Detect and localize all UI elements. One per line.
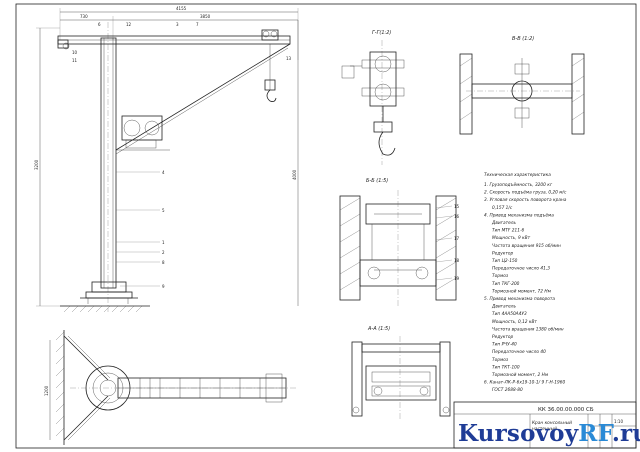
spec-line: 0,157 1/с bbox=[492, 205, 513, 211]
leader-8: 8 bbox=[162, 260, 165, 265]
leader-16: 16 bbox=[454, 214, 460, 219]
leader-2: 2 bbox=[162, 250, 165, 255]
spec-line: 3. Угловая скорость поворота крана bbox=[484, 197, 567, 203]
dim-base-width: 1200 bbox=[44, 385, 49, 396]
dim-top-total: 4155 bbox=[176, 6, 187, 11]
leader-3: 3 bbox=[176, 22, 179, 27]
leader-19: 19 bbox=[454, 276, 460, 281]
dim-height-right: 4000 bbox=[292, 169, 297, 180]
spec-line: Тормоз bbox=[492, 357, 509, 363]
spec-line: Тип Ц2-150 bbox=[492, 258, 518, 264]
spec-line: Тип РЧУ-40 bbox=[492, 342, 517, 348]
spec-line: Мощность, 9 кВт bbox=[492, 235, 531, 241]
spec-line: Передаточное число 41,3 bbox=[492, 266, 550, 272]
spec-line: Тормозной момент, 72 Нм bbox=[492, 288, 552, 294]
leader-11: 11 bbox=[72, 58, 78, 63]
leader-12: 12 bbox=[126, 22, 132, 27]
section-b-title: Б-Б (1:5) bbox=[366, 178, 388, 184]
spec-line: Редуктор bbox=[492, 334, 513, 340]
spec-line: Мощность, 0,12 кВт bbox=[492, 319, 537, 325]
spec-line: Тормоз bbox=[492, 273, 509, 279]
leader-15: 15 bbox=[454, 204, 460, 209]
spec-line: Частота вращения 1380 об/мин bbox=[492, 326, 564, 332]
dim-top-mid: 3850 bbox=[200, 14, 211, 19]
leader-17: 17 bbox=[454, 236, 460, 241]
section-a-title: А-А (1:5) bbox=[367, 326, 390, 332]
section-v-view: В-В (1:2) bbox=[459, 36, 585, 135]
spec-line: Тормозной момент, 2 Нм bbox=[492, 372, 549, 378]
leader-7: 7 bbox=[196, 22, 199, 27]
section-v-title: В-В (1:2) bbox=[512, 36, 534, 42]
crane-elevation-view: 4155 730 3850 3200 4000 bbox=[34, 6, 299, 313]
watermark-part1: Kursovoy bbox=[458, 420, 579, 447]
spec-line: 6. Канат-ЛК-Р-6х19-10-1/ 9 Г-Н-1960 bbox=[484, 380, 566, 386]
drawing-name-line2: настенный bbox=[532, 426, 557, 432]
drawing-name-line1: Кран консольный bbox=[532, 420, 572, 426]
leader-9: 9 bbox=[162, 284, 165, 289]
leader-6: 6 bbox=[98, 22, 101, 27]
spec-line: 4. Привод механизма подъёма bbox=[484, 212, 554, 218]
spec-line: Двигатель bbox=[491, 220, 516, 226]
spec-line: 5. Привод механизма поворота bbox=[484, 296, 555, 302]
spec-line: Тип ТКГ-200 bbox=[492, 281, 520, 287]
spec-line: Двигатель bbox=[491, 304, 516, 310]
tech-spec-block: Техническая характеристика 1. Грузоподъё… bbox=[484, 172, 567, 393]
section-b-view: Б-Б (1:5) 15 16 17 18 19 bbox=[339, 178, 460, 306]
dim-height-left: 3200 bbox=[34, 159, 39, 170]
spec-line: Частота вращения 915 об/мин bbox=[492, 243, 561, 249]
crane-plan-view: 1200 bbox=[44, 330, 298, 445]
spec-line: Редуктор bbox=[492, 250, 513, 256]
leader-4: 4 bbox=[162, 170, 165, 175]
spec-heading: Техническая характеристика bbox=[484, 172, 551, 178]
section-a-view: А-А (1:5) bbox=[351, 326, 451, 420]
watermark-part3: .ru bbox=[611, 420, 640, 447]
spec-line: Тип 4АА50А4У3 bbox=[492, 311, 527, 317]
spec-line: Тип ТКТ-100 bbox=[492, 364, 520, 370]
spec-line: ГОСТ 2688-80 bbox=[492, 387, 523, 393]
spec-line: 1. Грузоподъёмность, 3200 кг bbox=[484, 182, 553, 188]
section-g-title: Г-Г(1:2) bbox=[372, 30, 391, 36]
drawing-scale: 1:10 bbox=[614, 419, 623, 424]
leader-18: 18 bbox=[454, 258, 460, 263]
leader-1: 1 bbox=[162, 240, 165, 245]
spec-line: 2. Скорость подъёма груза, 0,20 м/с bbox=[484, 190, 567, 196]
leader-10: 10 bbox=[72, 50, 78, 55]
section-g-view: Г-Г(1:2) bbox=[341, 30, 405, 165]
drawing-code: КК 36.00.00.000 СБ bbox=[538, 407, 594, 413]
leader-5: 5 bbox=[162, 208, 165, 213]
sheet-frame bbox=[15, 3, 637, 449]
watermark-logo: KursovoyRF.ru bbox=[458, 420, 640, 447]
spec-line: Тип МТF 211-6 bbox=[492, 228, 525, 234]
dim-top-left: 730 bbox=[80, 14, 88, 19]
title-block: КК 36.00.00.000 СБ Кран консольный насте… bbox=[453, 401, 637, 449]
leader-13: 13 bbox=[286, 56, 292, 61]
watermark-part2: RF bbox=[578, 420, 612, 447]
spec-line: Передаточное число 40 bbox=[492, 349, 546, 355]
